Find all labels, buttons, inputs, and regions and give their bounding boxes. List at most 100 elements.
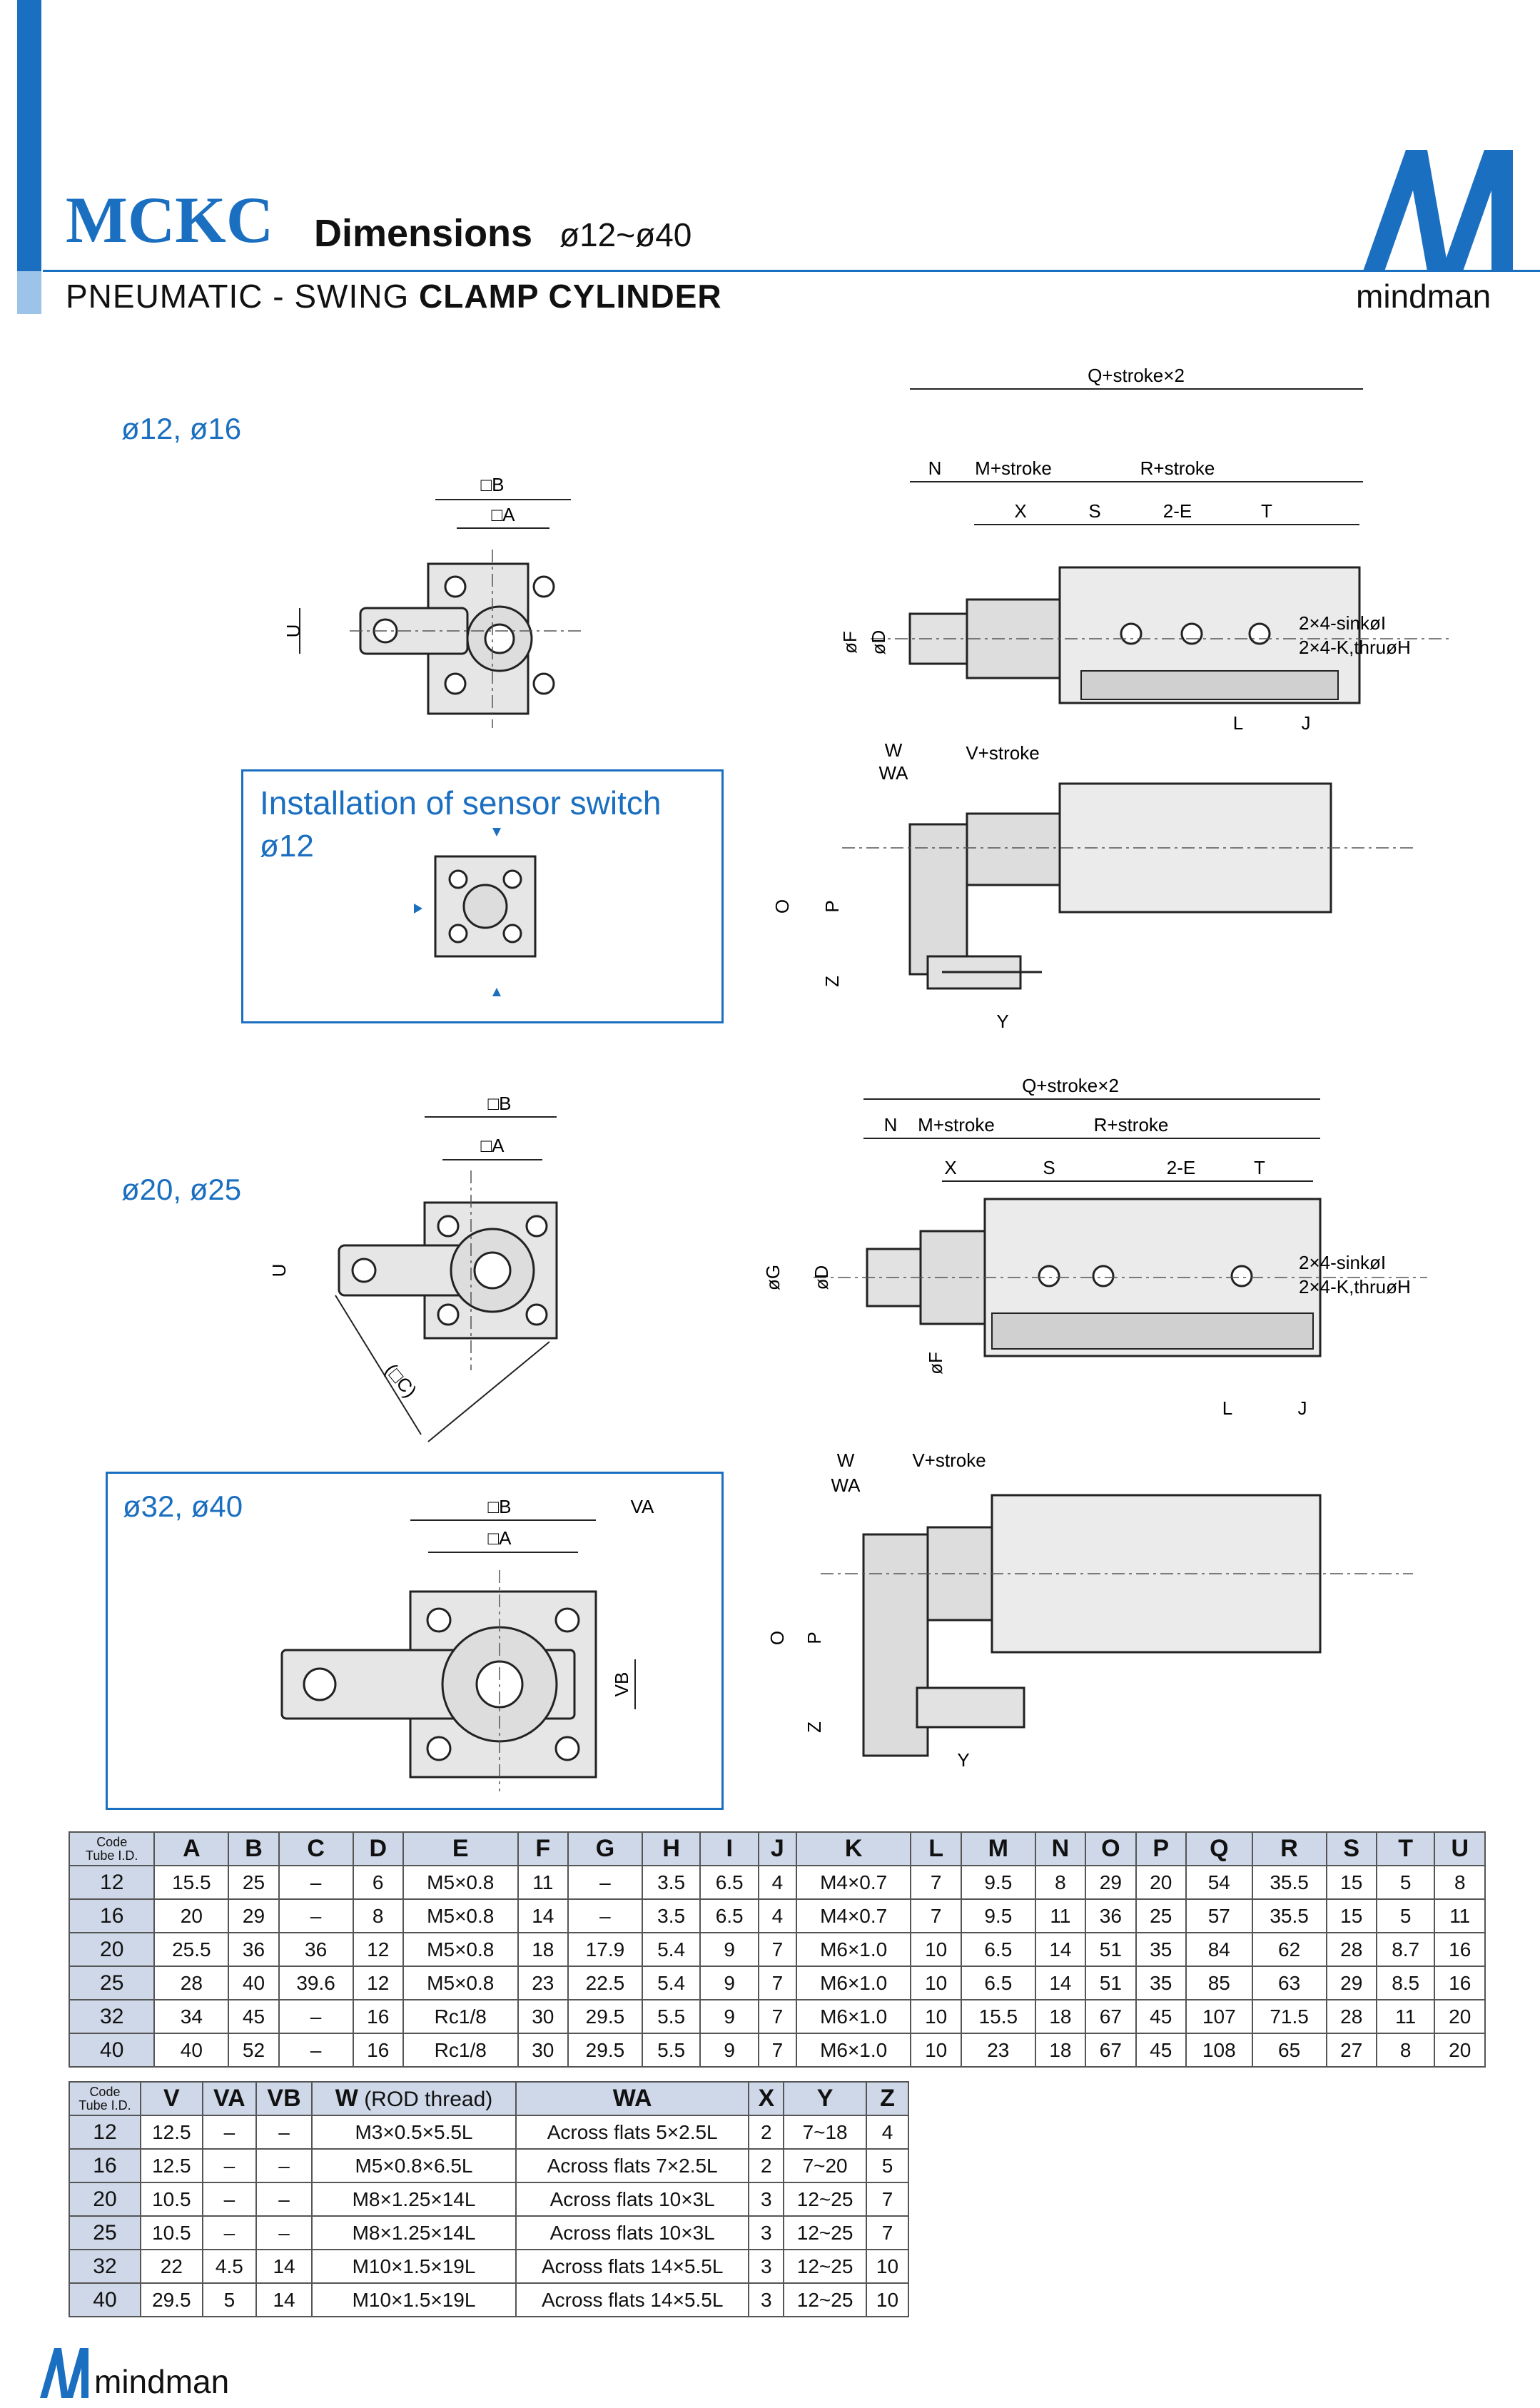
table-cell: M8×1.25×14L [311, 2182, 517, 2217]
table1-header-s: S [1325, 1831, 1377, 1866]
dim-P-label: P [821, 900, 843, 912]
dim-P-label-2: P [804, 1632, 825, 1644]
dim-J-label-2: J [1298, 1397, 1307, 1419]
table-cell: 15 [1325, 1865, 1377, 1900]
tube-id-cell: 25 [69, 2215, 141, 2250]
table2-header-va: VA [201, 2081, 257, 2116]
sensor-switch-box [241, 769, 724, 1023]
table-cell: 29 [228, 1898, 280, 1933]
dim-WA-label: WA [879, 762, 909, 784]
table-cell: 40 [153, 2033, 230, 2068]
table-cell: 7 [866, 2182, 909, 2217]
dim-WA-label-2: WA [831, 1474, 861, 1496]
table-cell: 5.5 [641, 1999, 701, 2034]
table-cell: 4 [757, 1865, 797, 1900]
table-cell: 12.5 [139, 2115, 203, 2150]
table-cell: Across flats 10×3L [515, 2182, 750, 2217]
table-cell: 23 [517, 1966, 569, 2000]
dim-O-label: O [771, 899, 793, 914]
table-cell: 7 [757, 2033, 797, 2068]
dim-V-label-2: V+stroke [912, 1450, 986, 1471]
dim-VA-label: VA [631, 1499, 654, 1517]
table-cell: 8.5 [1375, 1966, 1436, 2000]
table-cell: 9 [699, 2033, 759, 2068]
table-cell: 40 [228, 1966, 280, 2000]
table-cell: 14 [1034, 1966, 1087, 2000]
table-cell: 7 [910, 1865, 962, 1900]
tube-id-cell: 40 [68, 2033, 156, 2068]
table-cell: 28 [1325, 1999, 1377, 2034]
table-cell: 29.5 [139, 2282, 203, 2317]
dim-Q-label: Q+stroke×2 [1088, 365, 1185, 386]
table-cell: M10×1.5×19L [311, 2282, 517, 2317]
table-cell: 11 [1375, 1999, 1436, 2034]
table-cell: 6.5 [960, 1932, 1036, 1967]
table-cell: 71.5 [1251, 1999, 1327, 2034]
table-cell: 16 [352, 2033, 404, 2068]
table-cell: 9 [699, 1966, 759, 2000]
sensor-front-view [414, 828, 537, 996]
table-cell: 3.5 [641, 1865, 701, 1900]
table1-header-n: N [1034, 1831, 1087, 1866]
dim-N-label-2: N [884, 1114, 898, 1135]
dim-M-label: M+stroke [975, 457, 1052, 479]
footer-brand: mindman [94, 2363, 230, 2400]
table-cell: – [567, 1898, 643, 1933]
model-code: MCKC [66, 183, 274, 256]
side-accent-bar-light [17, 271, 41, 314]
table-cell: 16 [352, 1999, 404, 2034]
dim-R-label-2: R+stroke [1094, 1114, 1169, 1135]
table-cell: 28 [1325, 1932, 1377, 1967]
dim-Y-label-2: Y [957, 1749, 969, 1771]
table-cell: – [278, 1898, 354, 1933]
dim-W-label: W [885, 742, 903, 761]
section-title-12-16: ø12, ø16 [121, 412, 242, 445]
table-cell: 52 [228, 2033, 280, 2068]
section-32-40-box [106, 1472, 724, 1810]
dim-S-label: S [1088, 500, 1100, 522]
table-cell: 57 [1185, 1898, 1253, 1933]
table1-header-a: A [153, 1831, 230, 1866]
table1-header-e: E [402, 1831, 519, 1866]
dim-U-label: U [285, 624, 304, 638]
table-cell: 10 [910, 1932, 962, 1967]
table-cell: 20 [1434, 2033, 1486, 2068]
table-cell: M8×1.25×14L [311, 2215, 517, 2250]
dim-sink-label: 2×4-sinkøI [1299, 612, 1386, 634]
table-cell: 85 [1185, 1966, 1253, 2000]
page-title: Dimensions [314, 212, 533, 255]
table-cell: 10 [866, 2249, 909, 2284]
dim-A-label-2: □A [480, 1135, 505, 1156]
table-cell: 45 [1135, 2033, 1187, 2068]
table-cell: 29.5 [567, 1999, 643, 2034]
table-cell: 5.4 [641, 1966, 701, 2000]
table-cell: 30 [517, 2033, 569, 2068]
table-cell: Across flats 5×2.5L [515, 2115, 750, 2150]
table-cell: 9.5 [960, 1898, 1036, 1933]
table-cell: 5 [1375, 1898, 1436, 1933]
table-cell: 12~25 [783, 2249, 868, 2284]
table-cell: 8.7 [1375, 1932, 1436, 1967]
table1-header-u: U [1434, 1831, 1486, 1866]
table-cell: 11 [1034, 1898, 1087, 1933]
product-subtitle: PNEUMATIC - SWING CLAMP CYLINDER [66, 278, 722, 315]
front-view-12-16: □B □A U [285, 474, 585, 728]
table-cell: – [255, 2215, 313, 2250]
table-cell: 36 [1085, 1898, 1137, 1933]
table1-header-c: C [278, 1831, 354, 1866]
table2-header-x: X [748, 2081, 785, 2116]
table-cell: 18 [1034, 2033, 1087, 2068]
table-cell: 35.5 [1251, 1898, 1327, 1933]
tube-id-cell: 12 [68, 1865, 156, 1900]
table-cell: 7 [910, 1898, 962, 1933]
table-cell: 20 [1135, 1865, 1187, 1900]
table-cell: 4 [757, 1898, 797, 1933]
table-cell: 107 [1185, 1999, 1253, 2034]
dim-A-label: □A [491, 504, 515, 525]
table-cell: 36 [278, 1932, 354, 1967]
